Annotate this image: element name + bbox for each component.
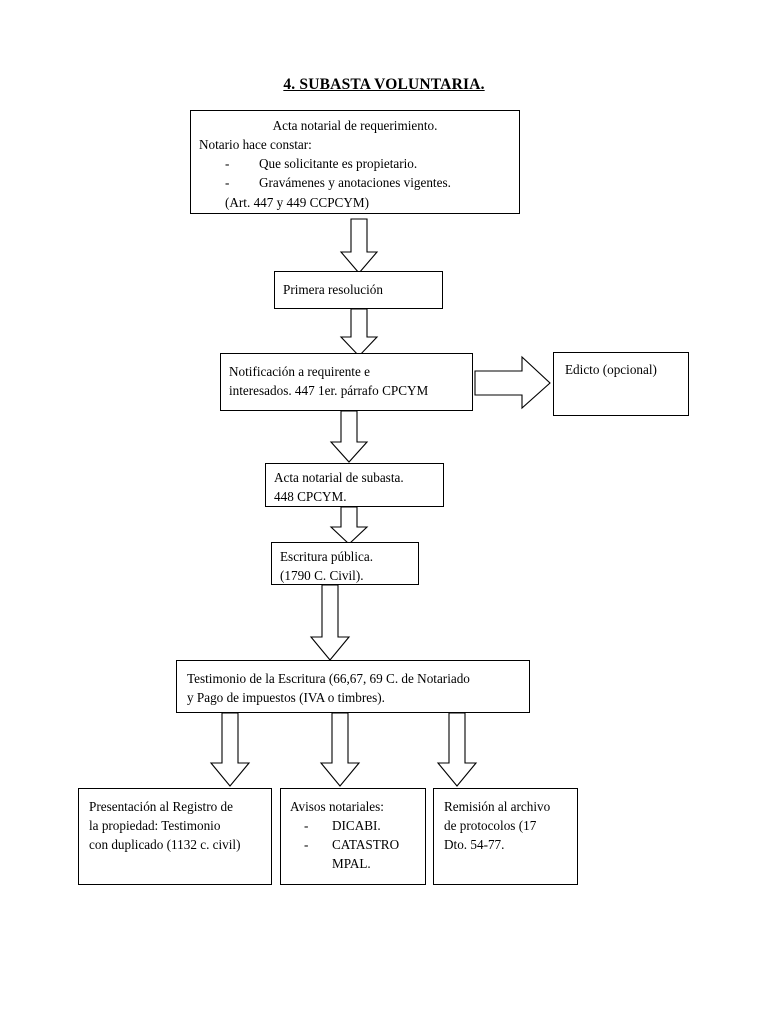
avisos-notariales-cont: MPAL. [332, 856, 371, 872]
connector-arrow-down-3 [329, 410, 369, 463]
registro-propiedad-line-3: con duplicado (1132 c. civil) [89, 837, 241, 853]
node-testimonio: Testimonio de la Escritura (66,67, 69 C.… [176, 660, 530, 713]
list-item: Que solicitante es propietario. [225, 154, 511, 173]
testimonio-line-2: y Pago de impuestos (IVA o timbres). [187, 690, 385, 706]
node-acta-subasta: Acta notarial de subasta. 448 CPCYM. [265, 463, 444, 507]
acta-requerimiento-bullets: Que solicitante es propietario. Gravámen… [199, 154, 511, 192]
page-title: 4. SUBASTA VOLUNTARIA. [0, 76, 768, 94]
node-notificacion: Notificación a requirente e interesados.… [220, 353, 473, 411]
list-item: CATASTRO [304, 835, 417, 854]
acta-requerimiento-subheading: Notario hace constar: [199, 137, 312, 153]
acta-requerimiento-heading: Acta notarial de requerimiento. [272, 118, 438, 133]
edicto-text: Edicto (opcional) [565, 362, 657, 377]
escritura-publica-line-2: (1790 C. Civil). [280, 568, 364, 584]
list-item: DICABI. [304, 816, 417, 835]
connector-arrow-down-branch-1 [209, 712, 251, 787]
connector-arrow-down-branch-2 [319, 712, 361, 787]
connector-arrow-down-5 [309, 584, 351, 661]
acta-requerimiento-note: (Art. 447 y 449 CCPCYM) [225, 194, 369, 210]
page-title-text: 4. SUBASTA VOLUNTARIA. [283, 76, 485, 93]
connector-arrow-down-2 [339, 308, 379, 357]
primera-resolucion-text: Primera resolución [283, 282, 383, 297]
testimonio-line-1: Testimonio de la Escritura (66,67, 69 C.… [187, 671, 470, 686]
remision-archivo-line-1: Remisión al archivo [444, 799, 551, 814]
node-escritura-publica: Escritura pública. (1790 C. Civil). [271, 542, 419, 585]
connector-arrow-down-1 [339, 218, 379, 274]
avisos-notariales-heading: Avisos notariales: [290, 799, 384, 814]
node-remision-archivo: Remisión al archivo de protocolos (17 Dt… [433, 788, 578, 885]
node-edicto: Edicto (opcional) [553, 352, 689, 416]
remision-archivo-line-2: de protocolos (17 [444, 818, 537, 834]
registro-propiedad-line-1: Presentación al Registro de [89, 799, 233, 814]
avisos-notariales-bullets: DICABI. CATASTRO [290, 816, 417, 854]
connector-arrow-right-edicto [474, 355, 551, 410]
connector-arrow-down-branch-3 [436, 712, 478, 787]
escritura-publica-line-1: Escritura pública. [280, 549, 374, 564]
node-registro-propiedad: Presentación al Registro de la propiedad… [78, 788, 272, 885]
acta-subasta-line-2: 448 CPCYM. [274, 489, 347, 505]
notificacion-line-1: Notificación a requirente e [229, 364, 370, 379]
registro-propiedad-line-2: la propiedad: Testimonio [89, 818, 221, 834]
node-acta-requerimiento: Acta notarial de requerimiento. Notario … [190, 110, 520, 214]
node-avisos-notariales: Avisos notariales: DICABI. CATASTRO MPAL… [280, 788, 426, 885]
remision-archivo-line-3: Dto. 54-77. [444, 837, 505, 853]
notificacion-line-2: interesados. 447 1er. párrafo CPCYM [229, 383, 429, 399]
node-primera-resolucion: Primera resolución [274, 271, 443, 309]
list-item: Gravámenes y anotaciones vigentes. [225, 173, 511, 192]
connector-arrow-down-4 [329, 506, 369, 545]
acta-subasta-line-1: Acta notarial de subasta. [274, 470, 404, 485]
